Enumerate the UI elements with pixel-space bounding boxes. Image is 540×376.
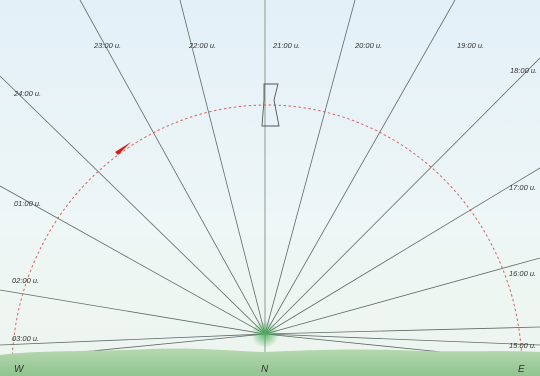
direction-east: E [518,364,525,375]
hour-line [0,185,266,335]
hour-line [264,326,540,335]
hour-label-2200: 22:00 u. [188,41,216,50]
hour-label-2000: 20:00 u. [354,41,382,50]
hour-line [0,289,266,335]
building-outline-icon [261,83,280,127]
hour-label-1700: 17:00 u. [509,183,536,192]
hour-label-1600: 16:00 u. [509,269,536,278]
hour-line [264,167,540,335]
hour-line [0,75,266,335]
hour-lines [0,0,540,363]
hour-label-0100: 01:00 u. [14,199,41,208]
hour-line [0,333,266,346]
direction-west: W [14,364,25,375]
hour-line [264,333,540,346]
hour-label-0300: 03:00 u. [12,334,39,343]
hour-line [264,0,456,335]
sun-path-arc [11,104,523,371]
direction-north: N [261,364,269,375]
observer-center-glow [251,320,279,348]
hour-line [79,0,266,335]
hour-line [264,257,540,335]
hour-label-2100: 21:00 u. [272,41,300,50]
hour-label-2400: 24:00 u. [13,89,41,98]
hour-line [264,0,356,335]
hour-label-2300: 23:00 u. [93,41,121,50]
hour-line [264,57,540,335]
ground-horizon [0,348,540,376]
sun-position-arrow-icon [115,142,131,155]
hour-label-0200: 02:00 u. [12,276,39,285]
hour-label-1800: 18:00 u. [510,66,537,75]
hour-label-1900: 19:00 u. [457,41,484,50]
hour-line [179,0,266,335]
hour-label-1500: 15:00 u. [509,341,536,350]
